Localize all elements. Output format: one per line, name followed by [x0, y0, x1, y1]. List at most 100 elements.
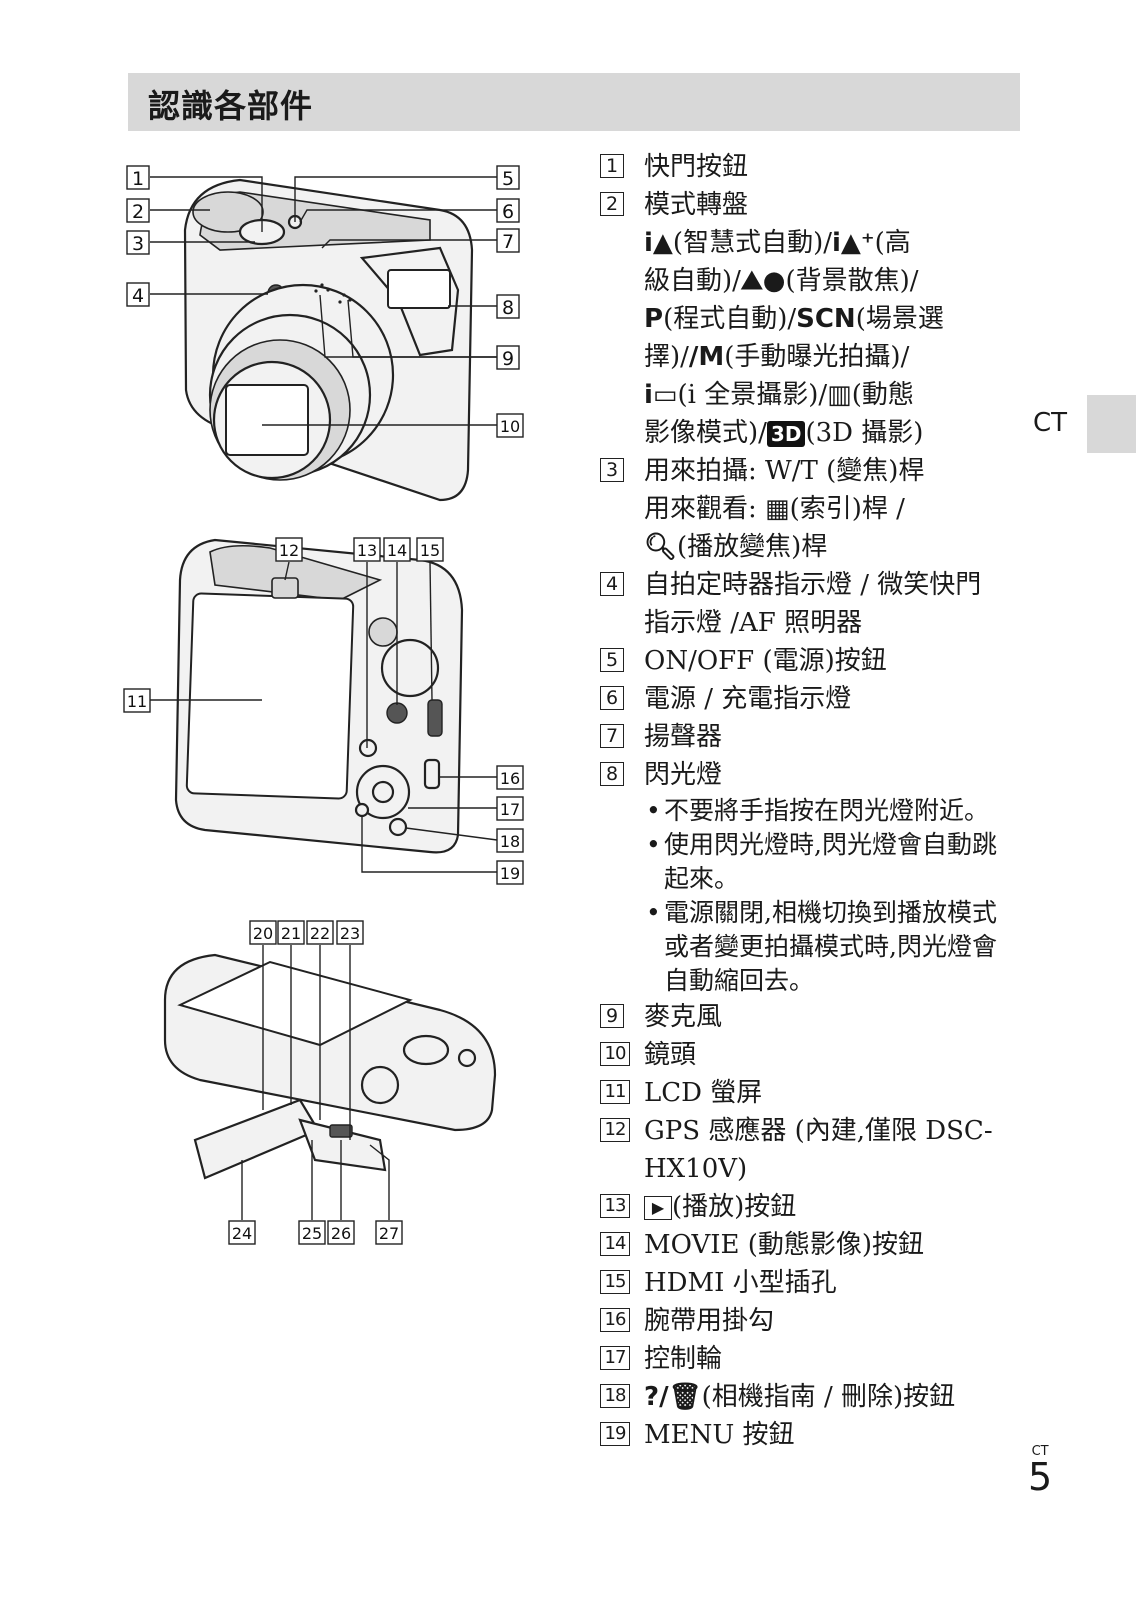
- camera-front-illustration: [183, 178, 474, 502]
- callout-10: 10: [496, 413, 524, 438]
- flash-note: 使用閃光燈時,閃光燈會自動跳起來。: [644, 828, 1020, 896]
- part-label-line3: 🔍︎(播放變焦)桿: [644, 532, 828, 562]
- part-number: 3: [600, 458, 624, 482]
- svg-text:7: 7: [502, 231, 514, 253]
- part-item-11: 11 LCD 螢屏: [600, 1074, 1020, 1112]
- mode-dial-description: i▲(智慧式自動)/i▲⁺(高 級自動)/⛰●(背景散焦)/ P(程式自動)/S…: [644, 228, 944, 448]
- part-item-18: 18 ?/🗑︎(相機指南 / 刪除)按鈕: [600, 1378, 1020, 1416]
- svg-text:6: 6: [502, 201, 514, 223]
- part-item-9: 9 麥克風: [600, 998, 1020, 1036]
- part-item-17: 17 控制輪: [600, 1340, 1020, 1378]
- callout-20: 20: [249, 920, 277, 945]
- panorama-icon: i▭: [644, 380, 678, 410]
- callout-9: 9: [496, 345, 520, 370]
- part-label: 鏡頭: [644, 1040, 697, 1070]
- callout-15: 15: [416, 537, 444, 562]
- part-label: MOVIE (動態影像)按鈕: [644, 1230, 925, 1260]
- svg-text:27: 27: [379, 1224, 399, 1243]
- superior-auto-icon: i▲⁺: [831, 228, 875, 258]
- callout-leader-lines: [150, 176, 498, 1220]
- svg-text:17: 17: [500, 800, 520, 819]
- help-delete-icon: ?/🗑︎: [644, 1382, 702, 1412]
- callout-18: 18: [496, 828, 524, 853]
- svg-text:13: 13: [357, 541, 377, 560]
- part-item-2: 2 模式轉盤 i▲(智慧式自動)/i▲⁺(高 級自動)/⛰●(背景散焦)/ P(…: [600, 186, 1020, 452]
- callout-2: 2: [126, 198, 150, 223]
- 3d-mode-icon: 3D: [766, 421, 806, 447]
- part-number: 12: [600, 1118, 630, 1142]
- parts-list: 1 快門按鈕 2 模式轉盤 i▲(智慧式自動)/i▲⁺(高 級自動)/⛰●(背景…: [600, 148, 1020, 1454]
- scene-selection-icon: SCN: [796, 304, 856, 334]
- part-label-line2: 指示燈 /AF 照明器: [644, 608, 863, 638]
- part-label-line2: 用來觀看: ▦(索引)桿 /: [644, 494, 905, 524]
- part-item-19: 19 MENU 按鈕: [600, 1416, 1020, 1454]
- part-label: MENU 按鈕: [644, 1420, 795, 1450]
- callout-17: 17: [496, 796, 524, 821]
- callout-22: 22: [306, 920, 334, 945]
- part-number: 15: [600, 1270, 630, 1294]
- callout-27: 27: [375, 1220, 403, 1245]
- callout-16: 16: [496, 765, 524, 790]
- part-number: 1: [600, 154, 624, 178]
- part-item-8: 8 閃光燈 不要將手指按在閃光燈附近。 使用閃光燈時,閃光燈會自動跳起來。 電源…: [600, 756, 1020, 998]
- side-tab: [1087, 395, 1136, 453]
- part-label: HDMI 小型插孔: [644, 1268, 837, 1298]
- callout-11: 11: [123, 688, 151, 713]
- part-number: 13: [600, 1194, 630, 1218]
- part-number: 18: [600, 1384, 630, 1408]
- part-label: 自拍定時器指示燈 / 微笑快門: [644, 570, 982, 600]
- camera-parts-figure: 1 2 3 4 5 6 7 8 9 10 11 12 13 14 15 16 1…: [123, 165, 524, 1245]
- part-label: 用來拍攝: W/T (變焦)桿: [644, 456, 925, 486]
- playback-icon: ▶: [644, 1196, 672, 1220]
- callout-25: 25: [298, 1220, 326, 1245]
- callout-5: 5: [496, 165, 520, 190]
- svg-text:3: 3: [132, 233, 144, 255]
- part-label: ON/OFF (電源)按鈕: [644, 646, 887, 676]
- callout-4: 4: [126, 282, 150, 307]
- svg-text:19: 19: [500, 864, 520, 883]
- part-label: 控制輪: [644, 1344, 723, 1374]
- intelligent-auto-icon: i▲: [644, 228, 673, 258]
- part-item-10: 10 鏡頭: [600, 1036, 1020, 1074]
- part-number: 9: [600, 1004, 624, 1028]
- svg-text:4: 4: [132, 285, 144, 307]
- part-label: ▶(播放)按鈕: [644, 1188, 1020, 1226]
- page-number: 5: [1028, 1455, 1053, 1499]
- svg-text:12: 12: [279, 541, 299, 560]
- svg-text:16: 16: [500, 769, 520, 788]
- part-number: 16: [600, 1308, 630, 1332]
- part-item-13: 13 ▶(播放)按鈕: [600, 1188, 1020, 1226]
- page-title: 認識各部件: [148, 87, 314, 125]
- part-label: 麥克風: [644, 1002, 723, 1032]
- header-bar: 認識各部件: [128, 73, 1020, 131]
- part-item-16: 16 腕帶用掛勾: [600, 1302, 1020, 1340]
- svg-text:1: 1: [132, 168, 144, 190]
- part-label: 快門按鈕: [644, 152, 749, 182]
- flash-note: 不要將手指按在閃光燈附近。: [644, 794, 1020, 828]
- svg-text:14: 14: [387, 541, 407, 560]
- part-label: 腕帶用掛勾: [644, 1306, 775, 1336]
- manual-exposure-icon: /M: [688, 342, 725, 372]
- callout-21: 21: [277, 920, 305, 945]
- part-item-3: 3 用來拍攝: W/T (變焦)桿 用來觀看: ▦(索引)桿 / 🔍︎(播放變焦…: [600, 452, 1020, 566]
- part-number: 7: [600, 724, 624, 748]
- camera-back-illustration: [174, 538, 464, 854]
- flash-note: 電源關閉,相機切換到播放模式或者變更拍攝模式時,閃光燈會自動縮回去。: [644, 896, 1020, 998]
- callout-7: 7: [496, 228, 520, 253]
- part-item-14: 14 MOVIE (動態影像)按鈕: [600, 1226, 1020, 1264]
- part-item-15: 15 HDMI 小型插孔: [600, 1264, 1020, 1302]
- svg-text:11: 11: [127, 692, 147, 711]
- svg-text:23: 23: [340, 924, 360, 943]
- callout-1: 1: [126, 165, 150, 190]
- part-item-5: 5 ON/OFF (電源)按鈕: [600, 642, 1020, 680]
- callout-24: 24: [228, 1220, 256, 1245]
- callout-19: 19: [496, 860, 524, 885]
- callout-23: 23: [336, 920, 364, 945]
- playback-zoom-icon: 🔍︎: [644, 532, 678, 562]
- callout-6: 6: [496, 198, 520, 223]
- part-item-6: 6 電源 / 充電指示燈: [600, 680, 1020, 718]
- svg-text:26: 26: [331, 1224, 351, 1243]
- page-footer: CT 5: [1028, 1444, 1053, 1499]
- part-item-12: 12 GPS 感應器 (內建,僅限 DSC-HX10V): [600, 1112, 1020, 1188]
- svg-text:24: 24: [232, 1224, 252, 1243]
